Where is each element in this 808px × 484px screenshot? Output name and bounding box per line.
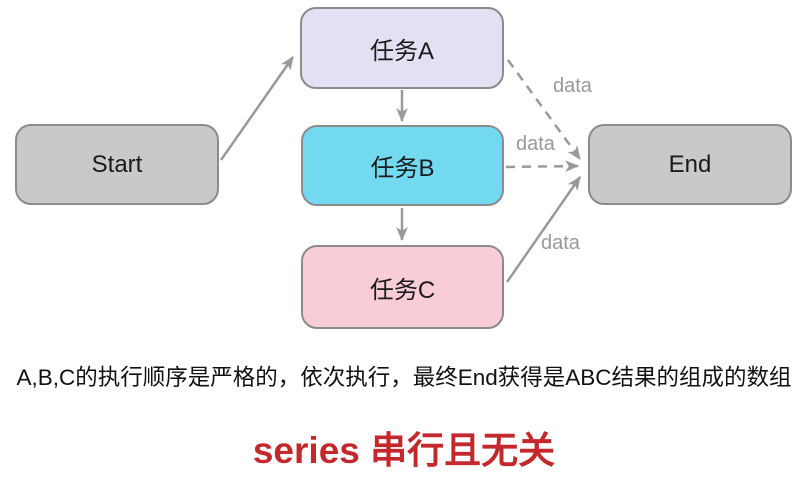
edge-label-c-to-end: data [541, 232, 580, 254]
node-end-label: End [668, 150, 712, 178]
node-task-a: 任务A [300, 7, 504, 89]
node-start-label: Start [91, 150, 143, 178]
node-start: Start [15, 124, 219, 205]
arrow-task-a-to-end-dashed [506, 59, 582, 160]
caption-text: A,B,C的执行顺序是严格的，依次执行，最终End获得是ABC结果的组成的数组 [16, 365, 792, 390]
node-task-c-label: 任务C [369, 276, 436, 304]
node-end: End [588, 124, 792, 205]
node-task-b-label: 任务B [370, 155, 435, 182]
diagram-title: series 串行且无关 [252, 430, 556, 471]
arrow-task-c-to-end [505, 176, 582, 283]
node-task-c: 任务C [301, 245, 504, 329]
node-task-a-label: 任务A [369, 37, 434, 65]
arrow-task-b-to-end-dashed [505, 160, 580, 173]
edge-label-a-to-end: data [553, 75, 592, 97]
edge-label-b-to-end: data [516, 133, 555, 155]
node-task-b: 任务B [301, 125, 504, 206]
arrow-start-to-task-a [219, 56, 295, 161]
